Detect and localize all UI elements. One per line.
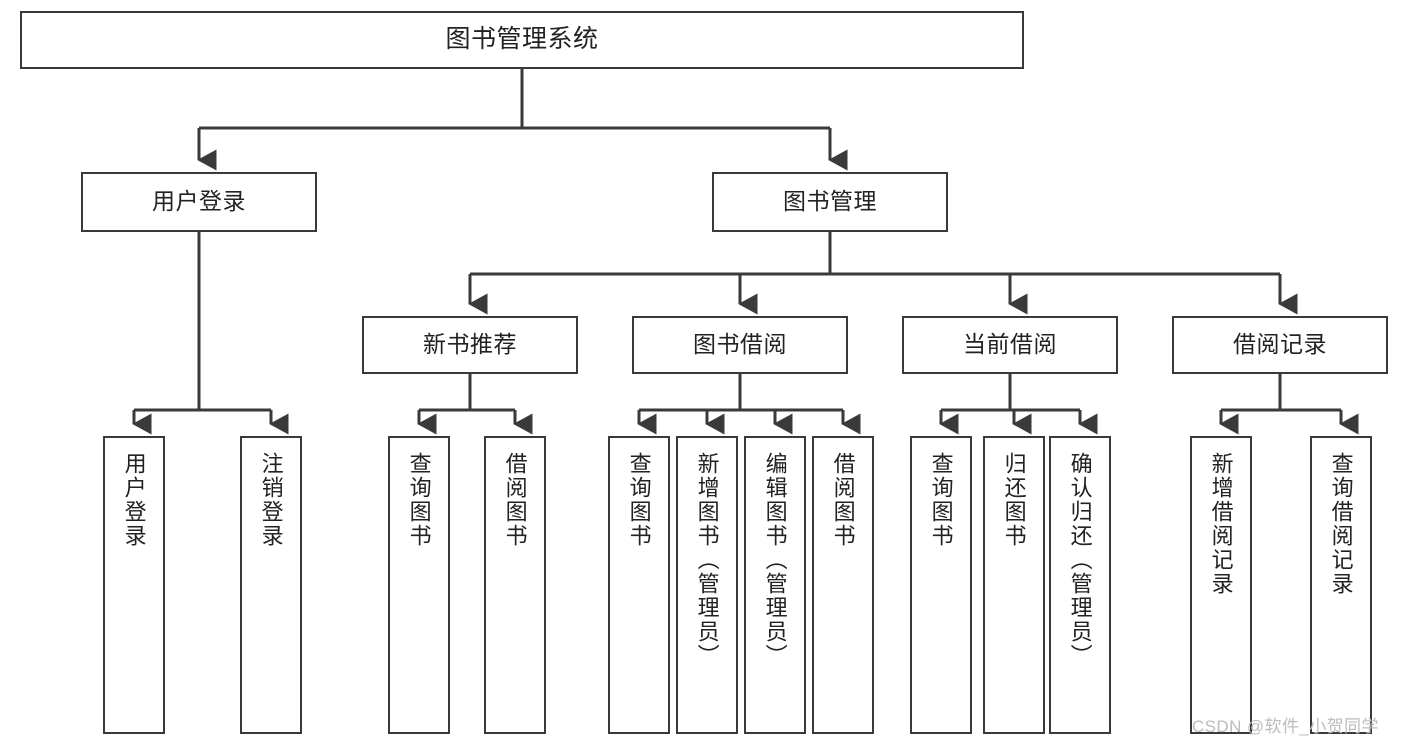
node-label: 新书推荐 bbox=[423, 331, 517, 358]
leaf-node[interactable]: 用户登录 bbox=[103, 436, 165, 734]
node-label: 确认归还（管理员） bbox=[1067, 452, 1093, 668]
node-label: 查询图书 bbox=[928, 452, 954, 548]
node-label: 图书管理 bbox=[783, 188, 877, 215]
node-label: 查询图书 bbox=[406, 452, 432, 548]
node-label: 借阅图书 bbox=[830, 452, 856, 548]
leaf-node[interactable]: 借阅图书 bbox=[812, 436, 874, 734]
node-label: 查询借阅记录 bbox=[1328, 452, 1354, 596]
node-label: 借阅记录 bbox=[1233, 331, 1327, 358]
node-label: 新增借阅记录 bbox=[1208, 452, 1234, 596]
node-label: 注销登录 bbox=[258, 452, 284, 548]
leaf-node[interactable]: 新增图书（管理员） bbox=[676, 436, 738, 734]
level2-node[interactable]: 图书管理 bbox=[712, 172, 948, 232]
leaf-node[interactable]: 查询借阅记录 bbox=[1310, 436, 1372, 734]
leaf-node[interactable]: 查询图书 bbox=[910, 436, 972, 734]
node-label: 查询图书 bbox=[626, 452, 652, 548]
leaf-node[interactable]: 借阅图书 bbox=[484, 436, 546, 734]
leaf-node[interactable]: 编辑图书（管理员） bbox=[744, 436, 806, 734]
leaf-node[interactable]: 查询图书 bbox=[608, 436, 670, 734]
level3-node[interactable]: 借阅记录 bbox=[1172, 316, 1388, 374]
node-label: 当前借阅 bbox=[963, 331, 1057, 358]
level3-node[interactable]: 新书推荐 bbox=[362, 316, 578, 374]
node-label: 归还图书 bbox=[1001, 452, 1027, 548]
leaf-node[interactable]: 新增借阅记录 bbox=[1190, 436, 1252, 734]
leaf-node[interactable]: 注销登录 bbox=[240, 436, 302, 734]
level2-node[interactable]: 用户登录 bbox=[81, 172, 317, 232]
node-label: 用户登录 bbox=[152, 188, 246, 215]
node-label: 用户登录 bbox=[121, 452, 147, 548]
node-label: 编辑图书（管理员） bbox=[762, 452, 788, 668]
leaf-node[interactable]: 归还图书 bbox=[983, 436, 1045, 734]
leaf-node[interactable]: 查询图书 bbox=[388, 436, 450, 734]
node-label: 图书借阅 bbox=[693, 331, 787, 358]
root-node[interactable]: 图书管理系统 bbox=[20, 11, 1024, 69]
level3-node[interactable]: 当前借阅 bbox=[902, 316, 1118, 374]
level3-node[interactable]: 图书借阅 bbox=[632, 316, 848, 374]
node-label: 图书管理系统 bbox=[445, 25, 599, 54]
leaf-node[interactable]: 确认归还（管理员） bbox=[1049, 436, 1111, 734]
node-label: 新增图书（管理员） bbox=[694, 452, 720, 668]
node-label: 借阅图书 bbox=[502, 452, 528, 548]
